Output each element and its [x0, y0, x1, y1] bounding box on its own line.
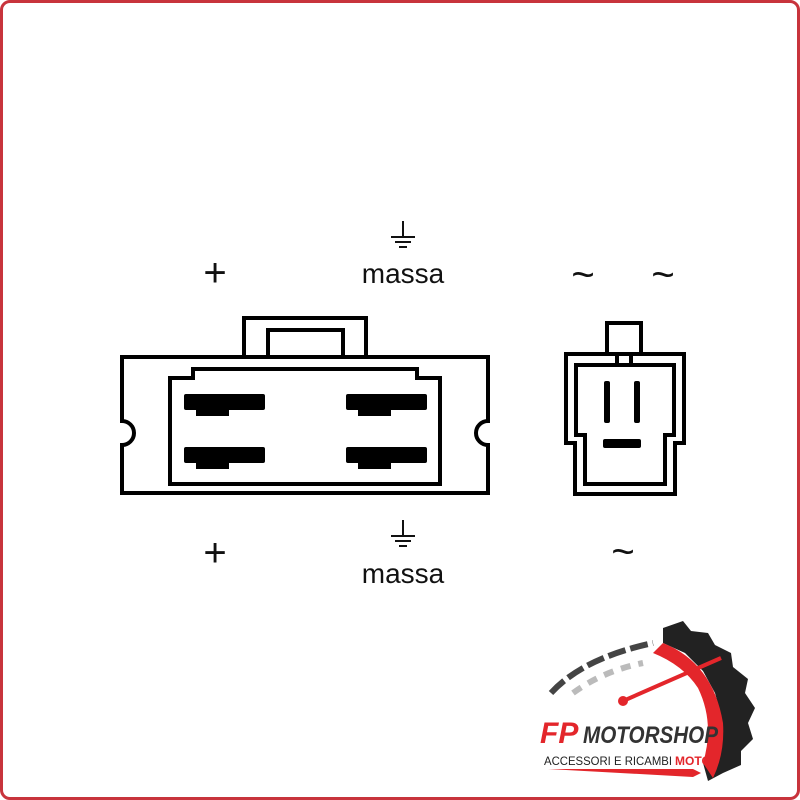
speedometer-arc	[653, 643, 724, 778]
fp-motorshop-logo: FP MOTORSHOP ACCESSORI E RICAMBI MOTO	[540, 621, 755, 781]
plus-label-bottom: +	[203, 531, 226, 575]
three-pin-connector	[564, 321, 686, 496]
checkered-pattern	[571, 660, 644, 696]
connector-blades	[184, 394, 427, 469]
logo-name: MOTORSHOP	[583, 722, 719, 749]
connector-pins	[603, 381, 641, 448]
ground-icon	[391, 520, 415, 547]
logo-fp: FP	[540, 717, 579, 750]
tagline-arrow	[548, 769, 701, 777]
massa-label-top: massa	[362, 258, 445, 289]
ac-label-bottom: ~	[611, 530, 634, 574]
plus-label-top: +	[203, 251, 226, 295]
needle-hub	[618, 696, 628, 706]
gear-icon	[663, 621, 755, 781]
connector-diagram: + massa ~ ~ + massa ~	[120, 221, 755, 781]
logo-tagline-accent: MOTO	[675, 754, 711, 768]
ac-label-top-left: ~	[571, 253, 594, 297]
massa-label-bottom: massa	[362, 558, 445, 589]
ac-label-top-right: ~	[651, 253, 674, 297]
speedometer-ticks	[548, 640, 654, 696]
speedometer-needle	[622, 656, 722, 703]
ground-icon	[391, 221, 415, 248]
logo-tagline: ACCESSORI E RICAMBI	[544, 754, 672, 768]
four-pin-connector	[120, 316, 490, 495]
